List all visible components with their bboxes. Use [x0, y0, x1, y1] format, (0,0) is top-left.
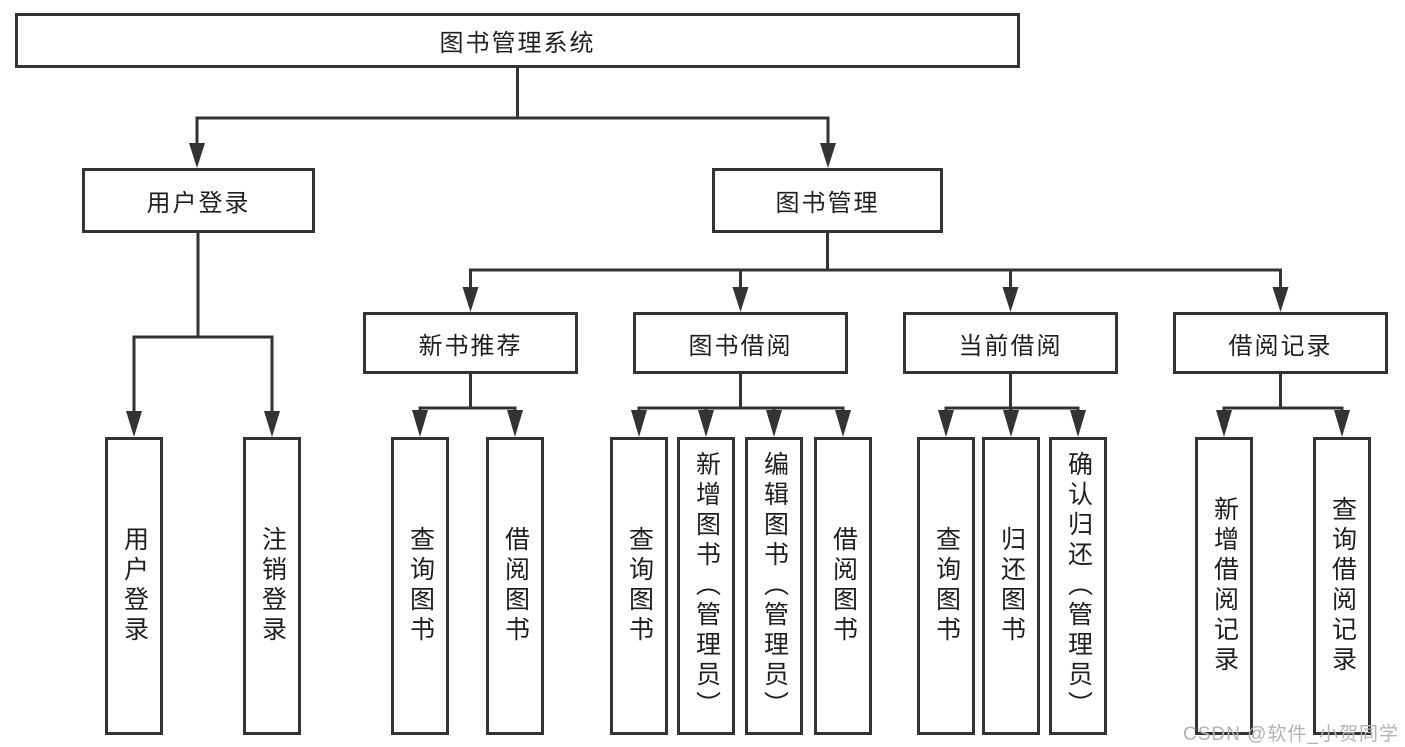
node-borrow-records-label: 借阅记录	[1228, 332, 1333, 360]
node-new-book-recommend-label: 新书推荐	[418, 332, 523, 360]
node-root: 图书管理系统	[15, 13, 1020, 68]
csdn-watermark: CSDN @软件_小贺同学	[1183, 724, 1399, 745]
leaf-return-book: 归还图书	[982, 437, 1040, 735]
leaf-add-borrow-record-label: 新增借阅记录	[1210, 496, 1239, 676]
leaf-query-books-newbooks: 查询图书	[391, 437, 449, 735]
leaf-query-books-borrow-label: 查询图书	[625, 526, 654, 646]
node-book-management-label: 图书管理	[775, 190, 880, 217]
node-borrow-records: 借阅记录	[1173, 312, 1388, 374]
leaf-borrow-books-borrow-label: 借阅图书	[829, 526, 858, 646]
leaf-borrow-books-borrow: 借阅图书	[814, 437, 872, 735]
leaf-edit-book-admin-label: 编辑图书（管理员）	[760, 451, 789, 721]
leaf-edit-book-admin: 编辑图书（管理员）	[745, 437, 803, 735]
leaf-add-book-admin-label: 新增图书（管理员）	[692, 451, 721, 721]
leaf-logout: 注销登录	[243, 437, 301, 735]
leaf-return-book-label: 归还图书	[997, 526, 1026, 646]
leaf-logout-label: 注销登录	[258, 526, 287, 646]
leaf-query-books-current-label: 查询图书	[932, 526, 961, 646]
leaf-confirm-return-admin: 确认归还（管理员）	[1049, 437, 1107, 735]
node-book-borrow-label: 图书借阅	[688, 332, 793, 360]
leaf-user-login-label: 用户登录	[120, 526, 149, 646]
leaf-query-borrow-record: 查询借阅记录	[1313, 437, 1371, 735]
connector-borrowrecords-to-leaves	[1216, 374, 1350, 437]
node-root-label: 图书管理系统	[439, 30, 596, 57]
node-user-login-label: 用户登录	[146, 190, 251, 217]
connector-bookborrow-to-leaves	[631, 374, 851, 437]
leaf-query-borrow-record-label: 查询借阅记录	[1328, 496, 1357, 676]
connector-bookmgmt-to-level3	[462, 233, 1289, 312]
connector-newbooks-to-leaves	[412, 374, 523, 437]
node-current-borrow: 当前借阅	[903, 312, 1118, 374]
node-book-borrow: 图书借阅	[633, 312, 848, 374]
leaf-confirm-return-admin-label: 确认归还（管理员）	[1064, 451, 1093, 721]
node-current-borrow-label: 当前借阅	[958, 332, 1063, 360]
leaf-user-login: 用户登录	[105, 437, 163, 735]
node-new-book-recommend: 新书推荐	[363, 312, 578, 374]
connector-root-to-level2	[189, 66, 836, 168]
leaf-borrow-books-newbooks: 借阅图书	[486, 437, 544, 735]
leaf-query-books-borrow: 查询图书	[610, 437, 668, 735]
node-user-login: 用户登录	[82, 168, 315, 233]
leaf-add-borrow-record: 新增借阅记录	[1195, 437, 1253, 735]
leaf-query-books-current: 查询图书	[917, 437, 975, 735]
leaf-borrow-books-newbooks-label: 借阅图书	[501, 526, 530, 646]
leaf-query-books-newbooks-label: 查询图书	[406, 526, 435, 646]
leaf-add-book-admin: 新增图书（管理员）	[677, 437, 735, 735]
node-book-management: 图书管理	[712, 168, 943, 233]
connector-userlogin-to-leaves	[126, 233, 280, 437]
connector-currentborrow-to-leaves	[938, 374, 1086, 437]
